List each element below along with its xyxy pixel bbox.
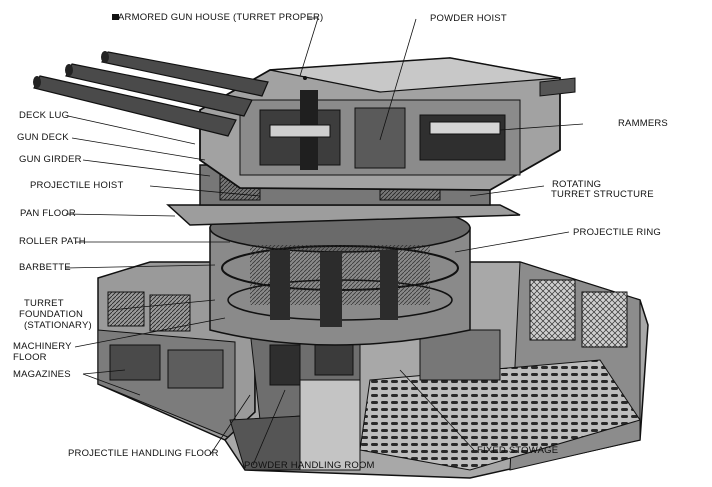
gun-barrels: [33, 51, 269, 137]
label-rotating-turret-line1: ROTATING: [552, 179, 602, 190]
label-powder-handling-room: POWDER HANDLING ROOM: [244, 460, 375, 471]
label-roller-path: ROLLER PATH: [19, 236, 86, 247]
label-turret-foundation-line1: TURRET: [24, 298, 64, 309]
label-deck-lug: DECK LUG: [19, 110, 70, 121]
label-gun-deck: GUN DECK: [17, 132, 69, 143]
label-machinery-floor-line1: MACHINERY: [13, 341, 72, 352]
label-powder-hoist: POWDER HOIST: [430, 13, 507, 24]
label-projectile-ring: PROJECTILE RING: [573, 227, 661, 238]
label-magazines: MAGAZINES: [13, 369, 71, 380]
barbette-cylinder: [209, 203, 471, 346]
label-projectile-hoist: PROJECTILE HOIST: [30, 180, 124, 191]
armored-gun-house: [199, 57, 576, 191]
label-barbette: BARBETTE: [19, 262, 71, 273]
label-turret-foundation-line2: FOUNDATION: [19, 309, 84, 320]
label-turret-foundation-line3: (STATIONARY): [24, 320, 92, 331]
label-projectile-handling-floor: PROJECTILE HANDLING FLOOR: [68, 448, 219, 459]
callout-markers: [112, 14, 307, 80]
label-machinery-floor-line2: FLOOR: [13, 352, 47, 363]
label-rammers: RAMMERS: [618, 118, 668, 129]
leader-lines: [65, 17, 584, 466]
label-armored-gun-house: ARMORED GUN HOUSE (TURRET PROPER): [118, 12, 324, 23]
label-fixed-stowage: FIXED STOWAGE: [477, 445, 559, 456]
label-pan-floor: PAN FLOOR: [20, 208, 76, 219]
label-gun-girder: GUN GIRDER: [19, 154, 82, 165]
label-rotating-turret-line2: TURRET STRUCTURE: [551, 189, 654, 200]
